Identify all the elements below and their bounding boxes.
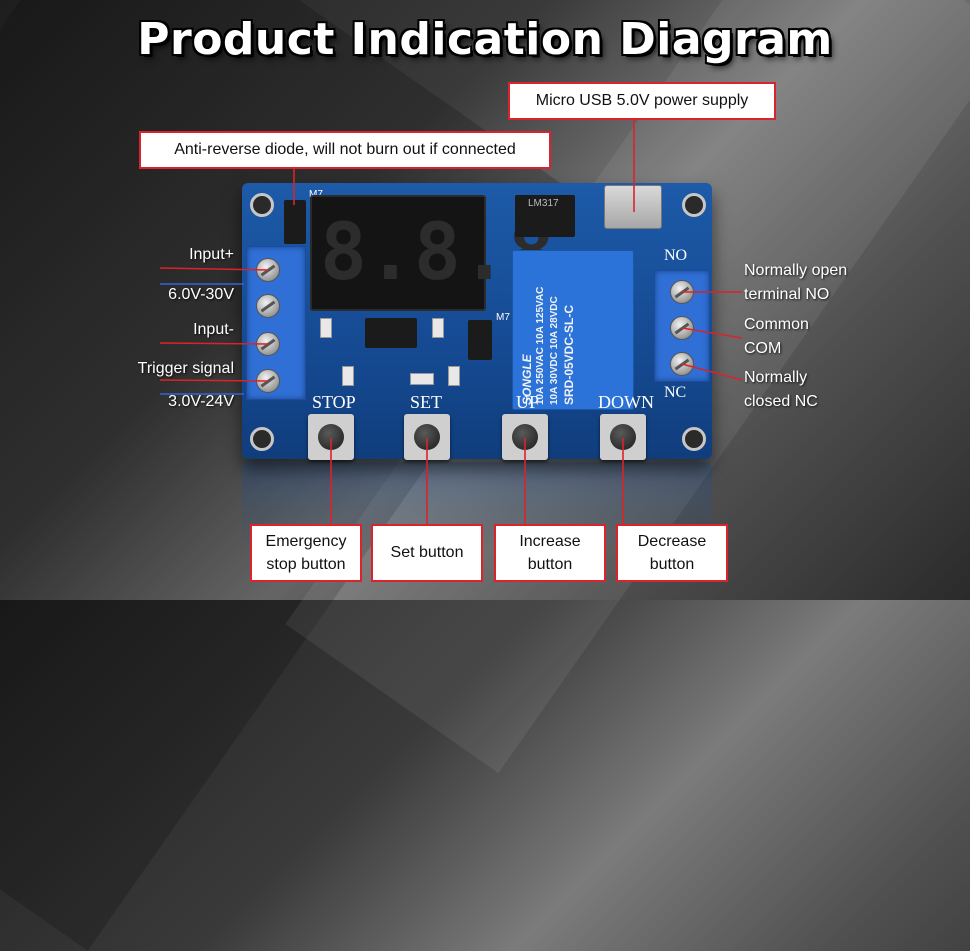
- set-silkscreen: SET: [410, 392, 443, 412]
- trigger-screw: [256, 369, 280, 393]
- nc-label-line2: closed NC: [744, 393, 818, 410]
- input-minus-screw: [256, 332, 280, 356]
- stop-silkscreen: STOP: [312, 392, 356, 412]
- com-label-line1: Common: [744, 316, 809, 333]
- com-screw: [670, 316, 694, 340]
- relay-rating-1: 10A 250VAC 10A 125VAC: [535, 286, 546, 405]
- voltage-regulator-chip: [515, 195, 575, 237]
- relay-markings: SONGLE 10A 250VAC 10A 125VAC 10A 30VDC 1…: [520, 255, 626, 405]
- no-label-line1: Normally open: [744, 262, 848, 279]
- down-button[interactable]: [600, 414, 646, 460]
- trigger-range-label: 3.0V-24V: [168, 393, 234, 410]
- mounting-hole: [250, 193, 274, 217]
- down-button-cap: [610, 424, 636, 450]
- com-label-line2: COM: [744, 340, 782, 357]
- regulator-label: LM317: [528, 198, 559, 209]
- stop-button[interactable]: [308, 414, 354, 460]
- relay-brand: SONGLE: [520, 354, 534, 405]
- page-title: Product Indication Diagram: [137, 14, 833, 65]
- input-minus-label: Input-: [193, 321, 234, 338]
- mounting-hole: [682, 193, 706, 217]
- micro-usb-port: [604, 185, 662, 229]
- diode-mid-label: M7: [496, 312, 510, 323]
- led-display: 8. 8. 8.: [310, 195, 602, 311]
- diode-callout: Anti-reverse diode, will not burn out if…: [139, 131, 551, 169]
- smd-resistor: [410, 373, 434, 385]
- relay: [512, 250, 634, 410]
- down-callout: Decrease button: [616, 524, 728, 582]
- smd-resistor: [342, 366, 354, 386]
- up-button[interactable]: [502, 414, 548, 460]
- stop-callout: Emergency stop button: [250, 524, 362, 582]
- no-mark: NO: [664, 247, 688, 264]
- trigger-label: Trigger signal: [137, 360, 234, 377]
- smd-resistor: [448, 366, 460, 386]
- display-digit: 8.: [413, 208, 508, 298]
- display-digit: 8.: [320, 208, 414, 298]
- input-range-label: 6.0V-30V: [168, 286, 234, 303]
- no-label-line2: terminal NO: [744, 286, 830, 303]
- nc-screw: [670, 352, 694, 376]
- input-plus-label: Input+: [189, 246, 234, 263]
- set-button[interactable]: [404, 414, 450, 460]
- set-callout: Set button: [371, 524, 483, 582]
- no-screw: [670, 280, 694, 304]
- input-plus-screw: [256, 258, 280, 282]
- diode-m7-mid: [468, 320, 492, 360]
- up-button-cap: [512, 424, 538, 450]
- down-silkscreen: DOWN: [598, 392, 654, 412]
- diode-label: M7: [309, 189, 323, 200]
- usb-callout: Micro USB 5.0V power supply: [508, 82, 776, 120]
- smd-resistor: [320, 318, 332, 338]
- mounting-hole: [682, 427, 706, 451]
- relay-rating-2: 10A 30VDC 10A 28VDC: [549, 296, 560, 405]
- stop-button-cap: [318, 424, 344, 450]
- up-callout: Increase button: [494, 524, 606, 582]
- set-button-cap: [414, 424, 440, 450]
- up-silkscreen: UP: [516, 392, 540, 412]
- smd-resistor: [432, 318, 444, 338]
- input-range-screw: [256, 294, 280, 318]
- relay-model: SRD-05VDC-SL-C: [562, 304, 576, 405]
- nc-mark: NC: [664, 384, 687, 401]
- nc-label-line1: Normally: [744, 369, 808, 386]
- mounting-hole: [250, 427, 274, 451]
- optocoupler-chip: [365, 318, 417, 348]
- anti-reverse-diode: [284, 200, 306, 244]
